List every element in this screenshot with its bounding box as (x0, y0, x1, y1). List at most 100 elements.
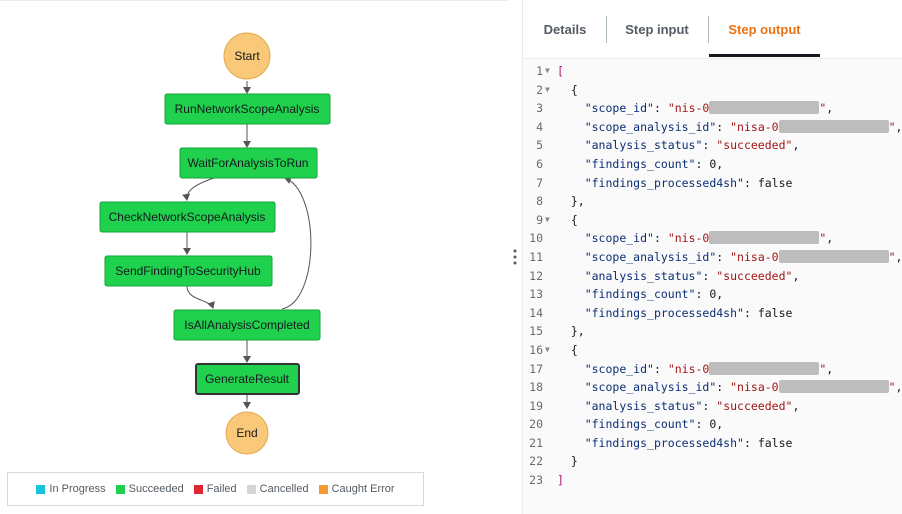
code-token: " (819, 231, 827, 246)
code-token: , (792, 268, 800, 283)
json-key: "analysis_status" (584, 268, 703, 283)
line-number: 16 (529, 342, 543, 357)
legend-swatch (246, 484, 256, 494)
code-line: 6 "findings_count": 0, (523, 155, 902, 174)
legend-label: Succeeded (128, 483, 184, 495)
code-token: " (888, 380, 896, 395)
node-check-network-scope-analysis[interactable]: CheckNetworkScopeAnalysis (99, 201, 276, 233)
edge-send-isall (186, 285, 215, 309)
redacted-value (709, 361, 820, 375)
tab-step-output[interactable]: Step output (728, 22, 801, 37)
legend-swatch (36, 484, 46, 494)
status-legend: In Progress Succeeded Failed Cancelled C… (7, 472, 424, 506)
code-token: : (743, 175, 758, 190)
code-line: 10 "scope_id": "nis-0", (523, 229, 902, 248)
node-wait-for-analysis[interactable]: WaitForAnalysisToRun (179, 147, 318, 179)
node-run-network-scope-analysis[interactable]: RunNetworkScopeAnalysis (164, 93, 331, 125)
state-machine-graph: Start RunNetworkScopeAnalysis WaitForAna… (99, 32, 331, 455)
edge-wait-check (182, 177, 215, 201)
json-value: "nis-0 (667, 101, 710, 116)
code-token: : (743, 305, 758, 320)
code-token: " (888, 249, 896, 264)
json-key: "findings_processed4sh" (584, 435, 744, 450)
json-value: "nisa-0 (730, 249, 779, 264)
fold-toggle-icon[interactable]: ▼ (545, 214, 550, 224)
line-number: 9 (536, 212, 543, 227)
json-key: "scope_analysis_id" (584, 249, 717, 264)
legend-succeeded: Succeeded (115, 483, 184, 495)
tab-details[interactable]: Details (543, 22, 587, 37)
json-key: "scope_analysis_id" (584, 380, 717, 395)
node-is-all-analysis-completed[interactable]: IsAllAnalysisCompleted (173, 309, 321, 341)
line-number: 19 (529, 398, 543, 413)
tab-step-input[interactable]: Step input (625, 22, 689, 37)
redacted-value (778, 380, 889, 394)
json-value: 0 (709, 287, 717, 302)
code-token: : (695, 417, 710, 432)
code-line: 1▼ [ (523, 62, 902, 81)
legend-label: Cancelled (259, 483, 309, 495)
line-number: 7 (536, 175, 543, 190)
json-key: "scope_id" (584, 361, 654, 376)
legend-label: Failed (206, 483, 237, 495)
code-token: }, (570, 194, 585, 209)
json-value: "succeeded" (716, 268, 793, 283)
code-token: , (826, 231, 834, 246)
code-token: , (895, 249, 902, 264)
redacted-value (778, 119, 889, 133)
tab-bar: Details Step input Step output (523, 0, 902, 59)
fold-toggle-icon[interactable]: ▼ (545, 84, 550, 94)
fold-toggle-icon[interactable]: ▼ (545, 66, 550, 75)
code-token: , (895, 119, 902, 134)
code-token: : (716, 249, 731, 264)
node-generate-result[interactable]: GenerateResult (195, 363, 300, 395)
line-number: 10 (529, 231, 543, 246)
node-end[interactable]: End (225, 411, 269, 455)
node-gen-label: GenerateResult (205, 372, 290, 386)
node-send-label: SendFindingToSecurityHub (115, 264, 261, 278)
code-token: { (570, 82, 578, 97)
node-run-label: RunNetworkScopeAnalysis (175, 102, 320, 116)
node-isall-label: IsAllAnalysisCompleted (184, 318, 309, 332)
redacted-value (709, 231, 820, 245)
json-key: "analysis_status" (584, 138, 703, 153)
json-value: false (757, 435, 793, 450)
step-details-panel: Details Step input Step output 1▼[ 2▼ { … (522, 0, 902, 514)
code-token: : (702, 398, 717, 413)
code-line: 20 "findings_count": 0, (523, 415, 902, 434)
legend-swatch (193, 484, 203, 494)
code-token: { (570, 212, 578, 227)
code-token: " (819, 361, 827, 376)
code-line: 17 "scope_id": "nis-0", (523, 360, 902, 379)
json-value: "succeeded" (716, 398, 793, 413)
code-token: }, (570, 324, 585, 339)
code-line: 18 "scope_analysis_id": "nisa-0", (523, 378, 902, 397)
json-key: "scope_analysis_id" (584, 119, 717, 134)
code-token: [ (557, 64, 564, 78)
json-value: 0 (709, 156, 717, 171)
code-token: , (826, 361, 834, 376)
code-line: 19 "analysis_status": "succeeded", (523, 397, 902, 416)
json-key: "analysis_status" (584, 398, 703, 413)
json-value: false (757, 305, 793, 320)
code-line: 16▼ { (523, 341, 902, 360)
json-key: "scope_id" (584, 231, 654, 246)
code-token: : (653, 361, 668, 376)
code-line: 5 "analysis_status": "succeeded", (523, 136, 902, 155)
json-output-viewer[interactable]: 1▼[ 2▼ { 3 "scope_id": "nis-0", 4 "scope… (523, 62, 902, 490)
fold-toggle-icon[interactable]: ▼ (545, 344, 550, 354)
code-token: , (792, 138, 800, 153)
json-key: "findings_processed4sh" (584, 305, 744, 320)
graph-panel: Start RunNetworkScopeAnalysis WaitForAna… (0, 0, 508, 506)
legend-label: In Progress (49, 483, 106, 495)
json-key: "findings_count" (584, 156, 696, 171)
line-number: 1 (536, 64, 543, 78)
node-start[interactable]: Start (223, 32, 271, 80)
code-line: 12 "analysis_status": "succeeded", (523, 267, 902, 286)
legend-in-progress: In Progress (36, 483, 106, 495)
panel-resize-handle[interactable] (508, 0, 522, 514)
code-line: 13 "findings_count": 0, (523, 285, 902, 304)
code-token: " (819, 101, 827, 116)
node-send-finding[interactable]: SendFindingToSecurityHub (104, 255, 273, 287)
code-token: " (888, 119, 896, 134)
